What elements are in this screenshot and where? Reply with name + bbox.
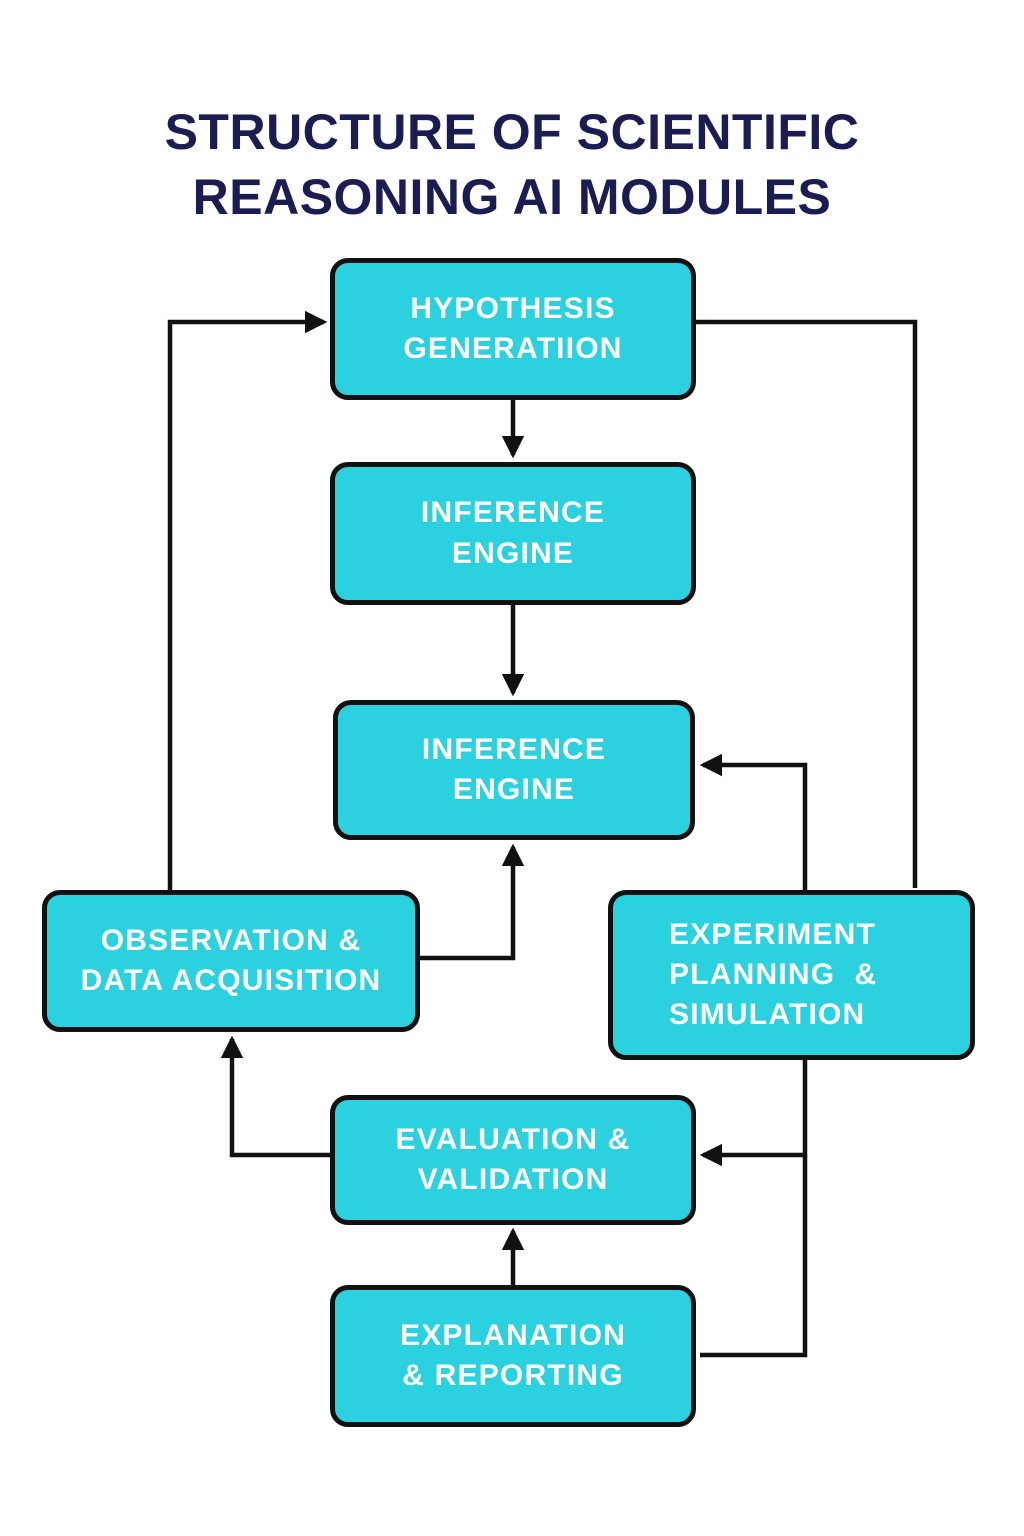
node-label-line: INFERENCE — [421, 732, 607, 766]
node-inference-engine-2: INFERENCE ENGINE — [333, 700, 695, 840]
edge-explanation-to-experiment-trunk — [700, 1155, 808, 1358]
node-label-line: OBSERVATION & — [100, 923, 362, 957]
node-evaluation-validation: EVALUATION & VALIDATION — [330, 1095, 696, 1225]
edge-observation-to-hypothesis — [167, 310, 328, 890]
node-label-line: VALIDATION — [417, 1163, 609, 1196]
node-label-line: ENGINE — [452, 773, 576, 806]
node-label-line: ENGINE — [451, 536, 575, 570]
node-label-line: SIMULATION — [669, 998, 866, 1032]
node-label-line: EXPLANATION — [400, 1318, 626, 1352]
node-label-line: DATA ACQUISITION — [80, 964, 382, 997]
node-label-line: EXPERIMENT — [669, 917, 877, 951]
node-label-line: & REPORTING — [402, 1359, 624, 1392]
page-title: STRUCTURE OF SCIENTIFIC REASONING AI MOD… — [0, 100, 1024, 230]
node-label-line: HYPOTHESIS — [410, 291, 616, 325]
node-observation-data-acquisition: OBSERVATION & DATA ACQUISITION — [42, 890, 420, 1032]
node-hypothesis-generation: HYPOTHESIS GENERATIION — [330, 258, 696, 400]
page-title-line: STRUCTURE OF SCIENTIFIC — [164, 103, 860, 160]
node-label-line: INFERENCE — [420, 496, 606, 530]
edge-evaluation-to-observation — [220, 1035, 330, 1158]
edge-experiment-planning-to-inference-engine-2 — [699, 753, 808, 890]
node-label-line: PLANNING & — [669, 957, 878, 991]
node-inference-engine-1: INFERENCE ENGINE — [330, 462, 696, 605]
node-experiment-planning-simulation: EXPERIMENT PLANNING & SIMULATION — [608, 890, 975, 1060]
edge-experiment-planning-to-evaluation — [699, 1060, 808, 1167]
node-label-line: EVALUATION & — [395, 1122, 631, 1156]
node-explanation-reporting: EXPLANATION & REPORTING — [330, 1285, 696, 1427]
page-title-line: REASONING AI MODULES — [192, 168, 832, 225]
node-label-line: GENERATIION — [403, 332, 623, 365]
edge-observation-to-inference-engine-2 — [420, 843, 525, 961]
edge-hypothesis-to-experiment-planning — [696, 319, 918, 888]
